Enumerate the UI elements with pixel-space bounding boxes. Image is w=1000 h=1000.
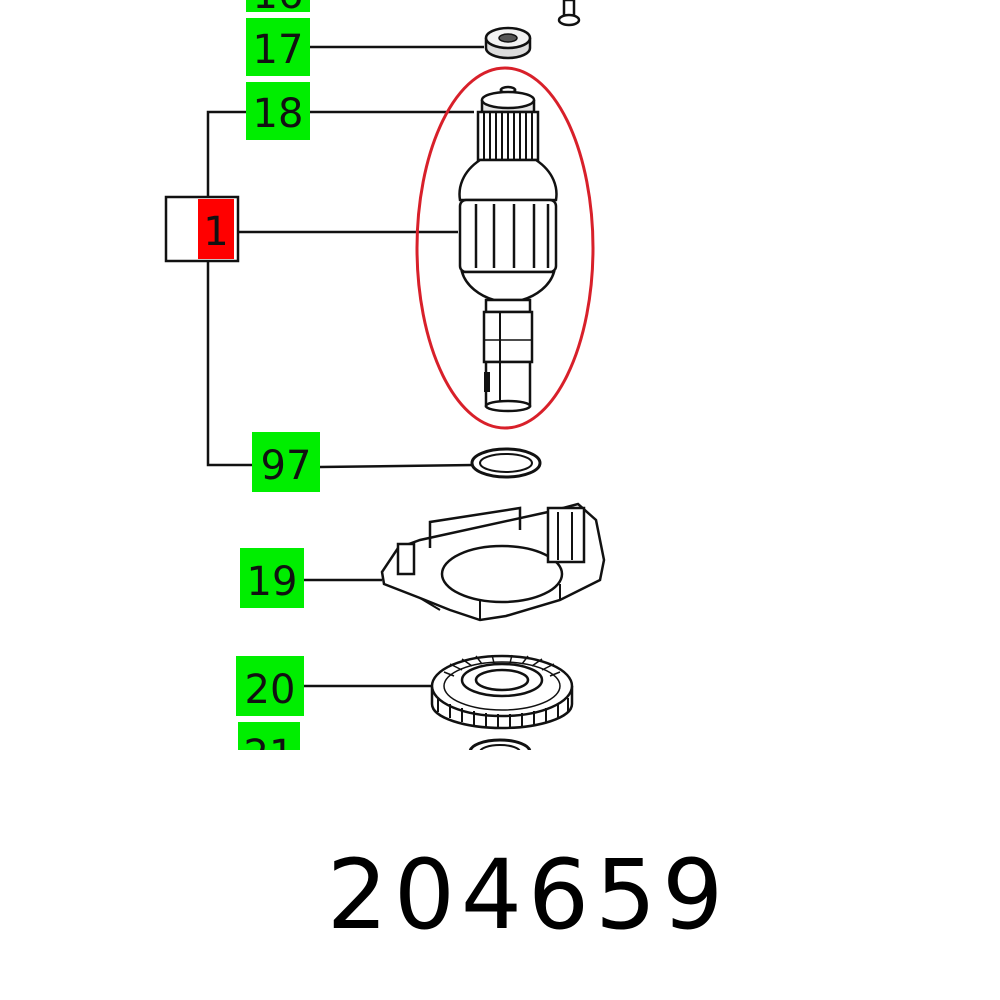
callout-assembly-selected-bg xyxy=(198,199,234,259)
washer-97-icon xyxy=(470,447,542,479)
callout-18[interactable]: 18 xyxy=(246,82,310,140)
leader-97 xyxy=(319,463,475,469)
callout-partial-top-text: 16 xyxy=(253,0,304,18)
callout-20-bg xyxy=(236,656,304,716)
callout-97[interactable]: 97 xyxy=(252,432,320,492)
callout-partial-top[interactable]: 16 xyxy=(246,0,310,24)
bearing-21-icon xyxy=(468,738,532,750)
callout-97-bg xyxy=(252,432,320,492)
brush-holder-plate-19-icon xyxy=(380,502,606,622)
callout-17[interactable]: 17 xyxy=(246,18,310,76)
callout-assembly-text: 1 xyxy=(203,209,228,255)
bearing-17-icon xyxy=(484,26,532,60)
callout-18-text: 18 xyxy=(253,91,304,137)
callout-19-text: 19 xyxy=(247,559,298,605)
callout-17-bg xyxy=(246,18,310,76)
callout-19-bg xyxy=(240,548,304,608)
leader-lines xyxy=(206,45,484,688)
bracket-upper xyxy=(206,110,246,197)
callout-partial-bottom[interactable]: 21 xyxy=(238,722,300,782)
bevel-gear-20-icon xyxy=(430,654,574,730)
bracket-lower xyxy=(206,261,252,467)
screw-icon xyxy=(557,0,581,27)
callout-assembly-1[interactable]: 1 xyxy=(164,195,240,263)
callout-18-bg xyxy=(246,82,310,140)
callout-partial-bottom-bg xyxy=(238,722,300,750)
callout-20-text: 20 xyxy=(245,667,296,713)
armature-icon xyxy=(458,85,558,413)
callout-20[interactable]: 20 xyxy=(236,656,304,716)
callout-19[interactable]: 19 xyxy=(240,548,304,608)
callout-97-text: 97 xyxy=(261,443,312,489)
highlight-ring xyxy=(415,66,595,430)
part-number: 204659 xyxy=(327,839,729,951)
callout-partial-bottom-text: 21 xyxy=(244,732,295,778)
callout-17-text: 17 xyxy=(253,27,304,73)
callout-partial-top-bg xyxy=(246,0,310,12)
